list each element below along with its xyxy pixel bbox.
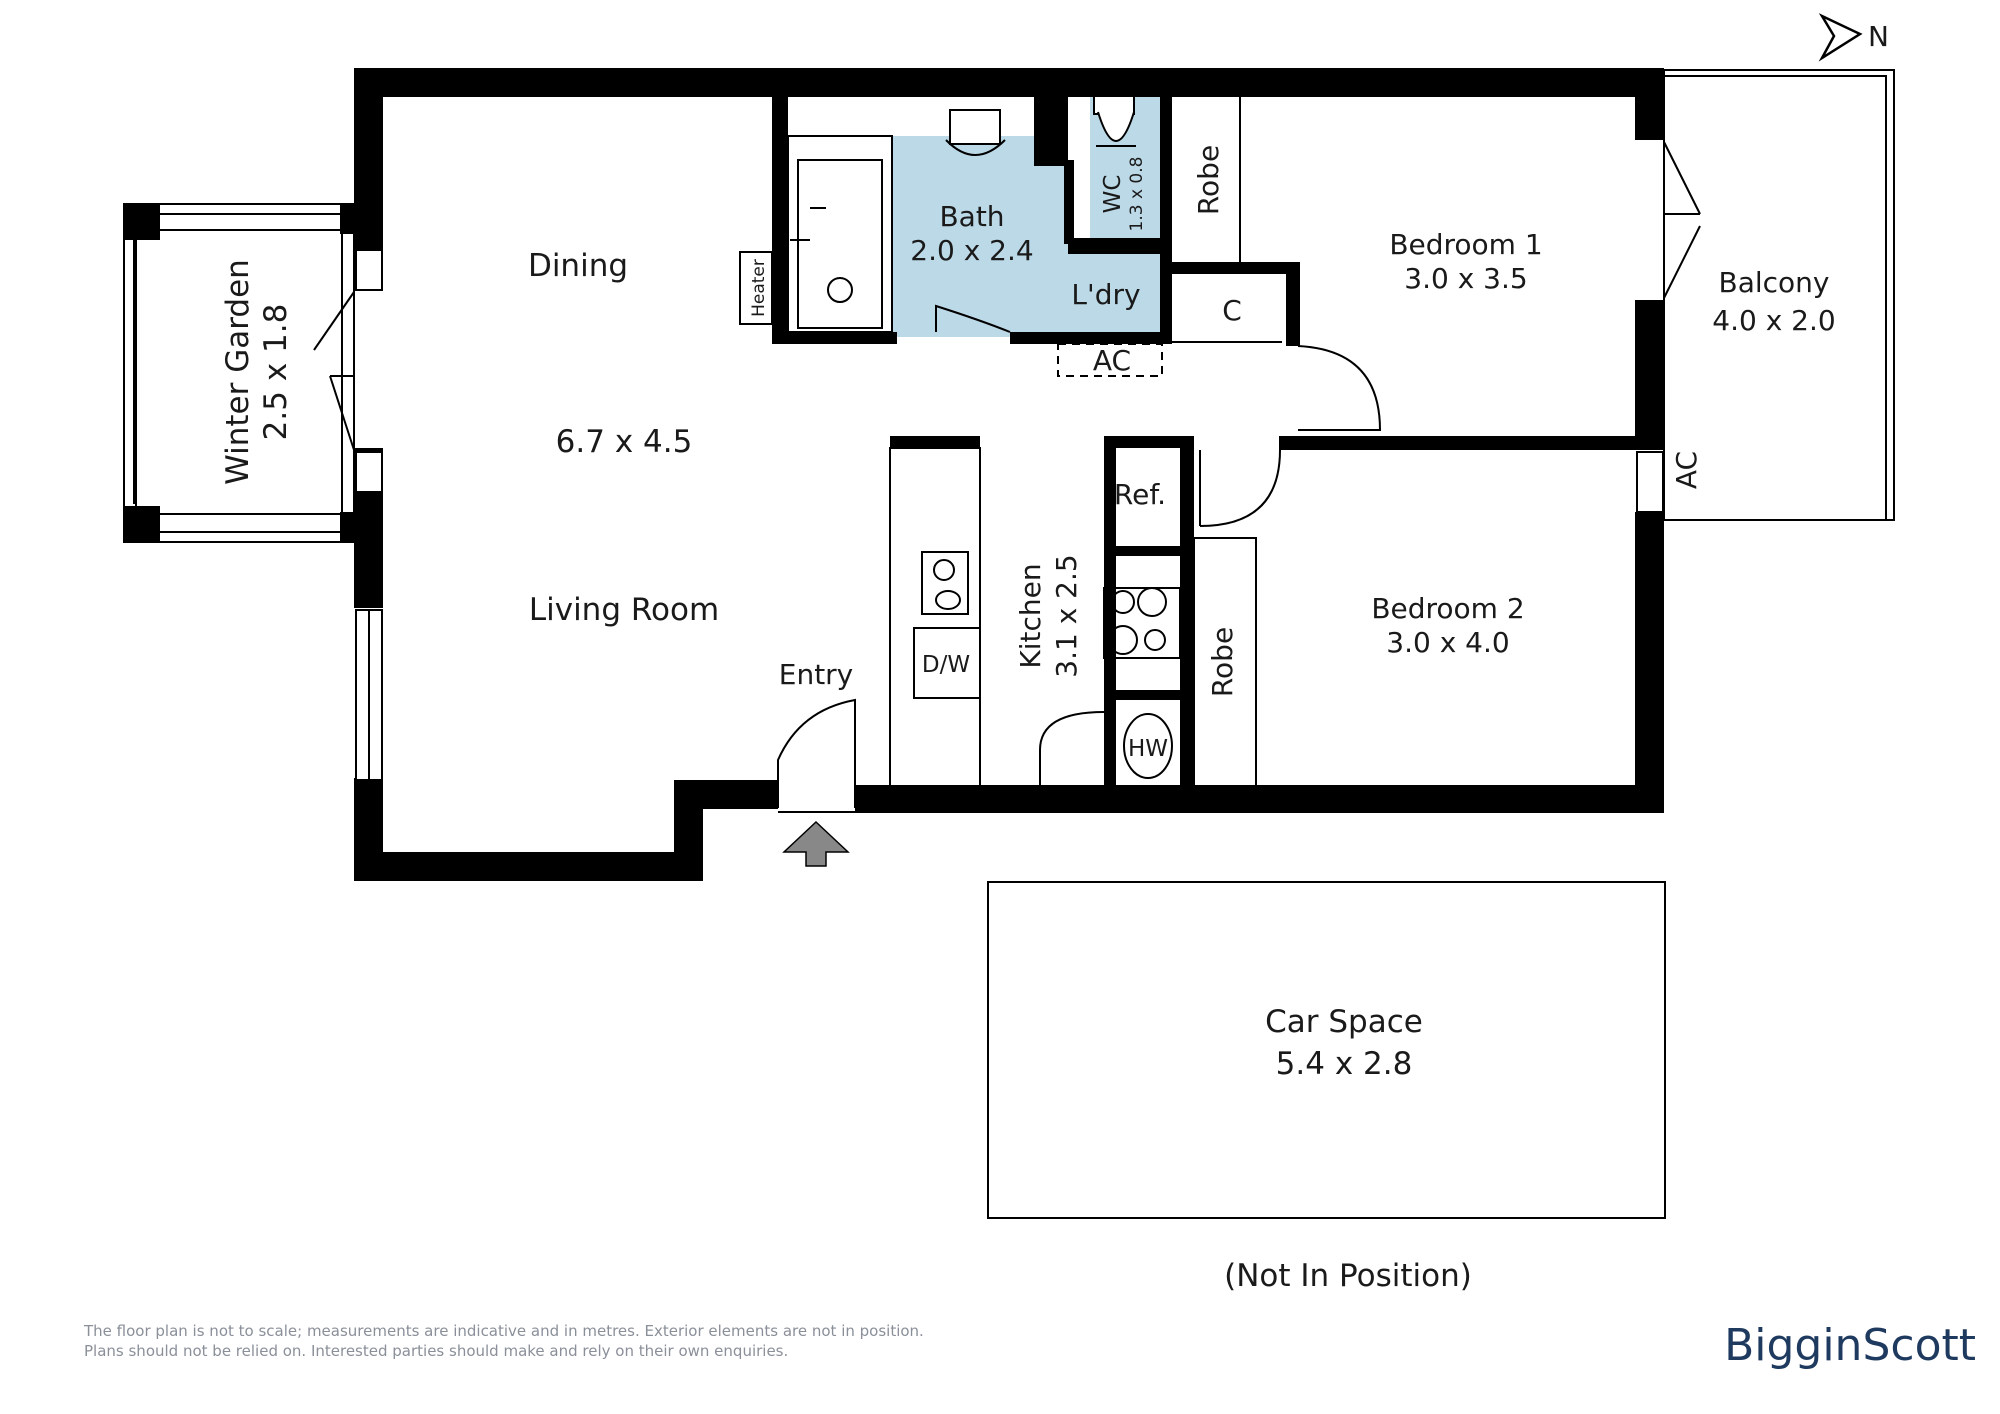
hot-water-label: HW [1128,736,1168,762]
compass-arrow-icon [1818,13,1863,62]
dishwasher-label: D/W [922,652,970,678]
robe2-label-group: Robe [1206,627,1239,697]
winter-garden-label: Winter Garden [220,259,256,485]
car-space-note: (Not In Position) [1224,1258,1472,1294]
living-dims: 6.7 x 4.5 [556,424,693,460]
robe1-label-group: Robe [1192,145,1225,215]
kitchen-fixtures [889,447,1173,787]
bedroom2-fixtures [1193,436,1281,787]
heater-label: Heater [749,259,769,317]
kitchen-dims: 3.1 x 2.5 [1050,554,1083,677]
entry-label: Entry [779,658,854,691]
balcony-label: Balcony [1719,266,1830,299]
car-space-label: Car Space [1265,1004,1423,1040]
compass-label: N [1868,20,1889,53]
entry-door [777,698,856,813]
bedroom1-label: Bedroom 1 [1389,228,1542,261]
ac-balcony-label: AC [1670,451,1703,489]
robe1-label: Robe [1192,145,1225,215]
wc-label: WC [1100,175,1126,214]
bath-fixtures [787,95,1136,333]
dining-label: Dining [528,248,628,284]
winter-garden-label-group: Winter Garden 2.5 x 1.8 [220,259,294,485]
window-left [355,249,383,781]
disclaimer-line-2: Plans should not be relied on. Intereste… [84,1342,788,1360]
wet-area-fill [892,96,1164,337]
bedroom2-label: Bedroom 2 [1371,592,1524,625]
window-ac-balcony [1636,451,1664,513]
kitchen-label: Kitchen [1014,563,1047,668]
wc-label-group: WC 1.3 x 0.8 [1100,157,1147,232]
heater-label-group: Heater [749,259,769,317]
cooktop [1103,587,1181,659]
living-label: Living Room [529,592,719,628]
car-space-outline [987,881,1666,1219]
brand-logo: BigginScott [1724,1320,1976,1371]
wc-dims: 1.3 x 0.8 [1127,157,1147,232]
car-space-dims: 5.4 x 2.8 [1276,1046,1413,1082]
winter-garden-door [313,291,355,451]
winter-garden-frame [123,203,355,543]
disclaimer-line-1: The floor plan is not to scale; measurem… [83,1322,924,1340]
cupboard-label: C [1222,294,1242,327]
bath-label: Bath [939,200,1004,233]
ac-hall-label: AC [1093,344,1131,377]
heater-box [739,251,773,325]
balcony-door [1663,141,1701,299]
bedroom1-fixtures [1172,96,1382,431]
winter-garden-dims: 2.5 x 1.8 [258,304,294,441]
ac-balcony-label-group: AC [1670,451,1703,489]
walls [354,68,1664,881]
robe2-label: Robe [1206,627,1239,697]
fridge-label: Ref. [1114,478,1166,511]
entry-arrow-icon [782,820,850,867]
bath-dims: 2.0 x 2.4 [910,234,1033,267]
kitchen-label-group: Kitchen 3.1 x 2.5 [1014,554,1083,677]
winter-garden-corners [124,204,354,542]
laundry-label: L'dry [1071,278,1140,311]
ac-hall-outline [1057,343,1163,377]
bedroom1-dims: 3.0 x 3.5 [1404,262,1527,295]
balcony-dims: 4.0 x 2.0 [1712,304,1835,337]
bedroom2-dims: 3.0 x 4.0 [1386,626,1509,659]
